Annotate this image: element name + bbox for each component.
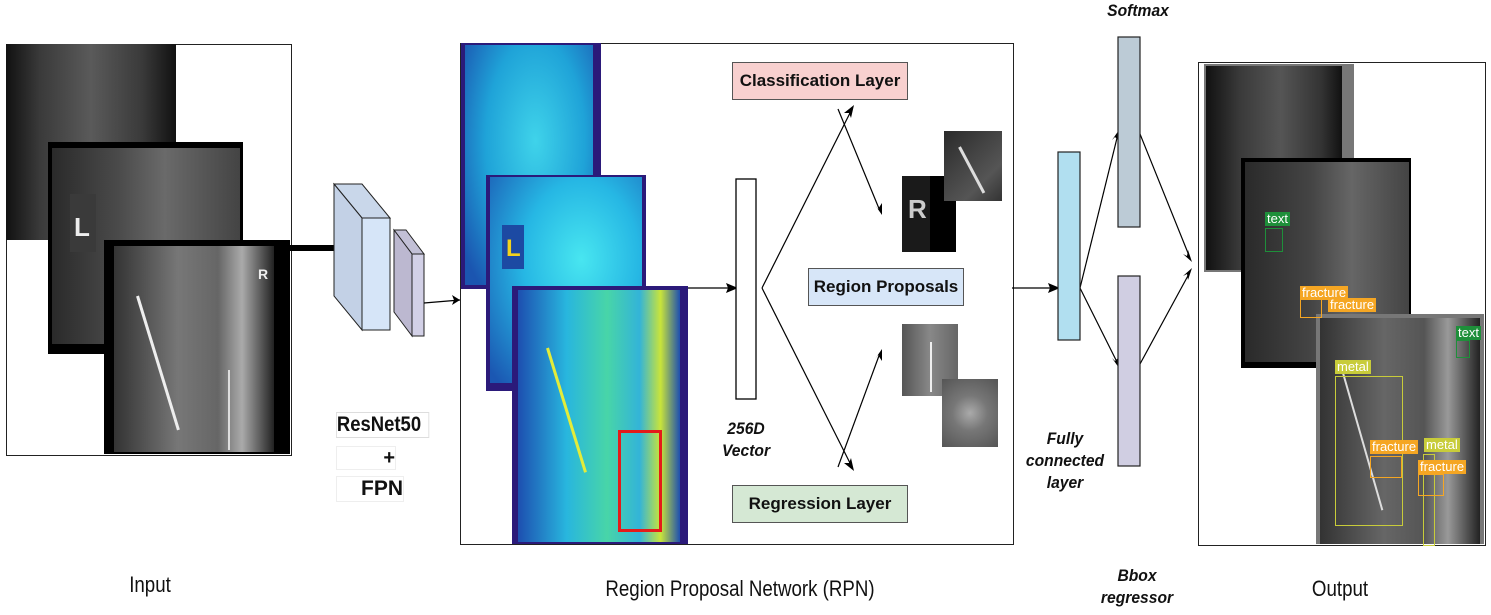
bbox-label-line1: Bbox — [1117, 566, 1157, 585]
marker-l: L — [74, 212, 90, 242]
detection-box-fracture-4 — [1418, 474, 1444, 496]
detection-tag-text-1: text — [1265, 211, 1290, 226]
detection-box-fracture-3 — [1370, 456, 1402, 478]
fpn-block — [411, 253, 425, 337]
marker-r: R — [258, 266, 269, 282]
vector-label-line1: 256D — [727, 419, 765, 438]
rpn-arrows — [688, 105, 882, 471]
detection-box-fracture-1 — [1300, 298, 1322, 318]
detection-box-text-1 — [1265, 228, 1283, 252]
fc-label-line2: connected — [1025, 451, 1105, 470]
head-arrows — [1012, 36, 1192, 467]
backbone-label-plus: + — [336, 446, 396, 470]
fc-label-line1: Fully — [1046, 429, 1084, 448]
classification-layer-node: Classification Layer — [732, 62, 908, 100]
backbone-label-fpn: FPN — [336, 476, 404, 502]
output-caption: Output — [1311, 576, 1369, 601]
detection-tag-fracture-2: fracture — [1328, 297, 1377, 312]
resnet-block — [361, 217, 391, 331]
softmax-label: Softmax — [1107, 1, 1169, 20]
input-xray-3: R — [104, 240, 290, 454]
detection-tag-fracture-1: fracture — [1300, 285, 1349, 300]
feature-map-3 — [512, 286, 688, 544]
regression-layer-node: Regression Layer — [732, 485, 908, 523]
proposal-crop-metal — [944, 131, 1002, 201]
detection-box-text-2 — [1456, 340, 1470, 358]
fc-label: Fully connected layer — [1024, 428, 1107, 494]
fc-label-line3: layer — [1046, 473, 1084, 492]
backbone-svg — [290, 182, 461, 338]
bbox-label-line2: regressor — [1100, 588, 1174, 607]
detection-tag-text-2: text — [1456, 325, 1481, 340]
proposal-crop-fracture-2 — [942, 379, 998, 447]
roi-highlight-box — [618, 430, 662, 532]
vector-label-line2: Vector — [721, 441, 771, 460]
bbox-regressor-bar — [1117, 275, 1141, 467]
detection-box-metal-2 — [1423, 454, 1435, 546]
detection-tag-fracture-4: fracture — [1418, 459, 1467, 474]
region-proposals-node: Region Proposals — [808, 268, 964, 306]
rpn-caption: Region Proposal Network (RPN) — [605, 576, 875, 601]
backbone-label-resnet: ResNet50 — [336, 412, 430, 438]
vector-label: 256D Vector — [718, 418, 773, 462]
bbox-label: Bbox regressor — [1096, 565, 1179, 609]
vector-256d-bar — [735, 178, 757, 400]
detection-tag-fracture-3: fracture — [1370, 439, 1419, 454]
softmax-bar — [1117, 36, 1141, 228]
detection-tag-metal-2: metal — [1424, 437, 1460, 452]
fc-layer-bar — [1057, 151, 1081, 341]
detection-tag-metal-1: metal — [1335, 359, 1371, 374]
input-caption: Input — [129, 572, 171, 597]
